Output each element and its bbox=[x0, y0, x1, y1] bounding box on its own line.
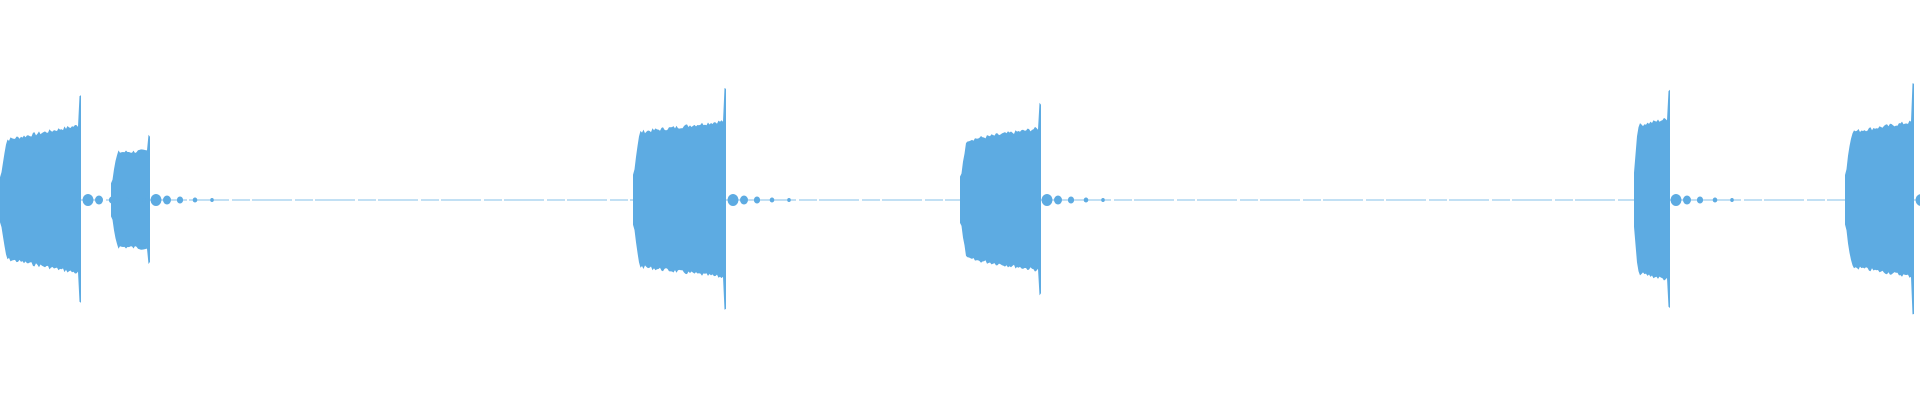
sound-burst-4 bbox=[960, 102, 1041, 296]
decay-tail-blip bbox=[176, 196, 184, 204]
decay-tail-blip bbox=[1101, 198, 1105, 202]
decay-tail-blip bbox=[210, 198, 214, 202]
sound-burst-6 bbox=[1845, 83, 1914, 315]
decay-tail-blip bbox=[1712, 197, 1718, 203]
decay-tail-blip bbox=[82, 194, 94, 206]
decay-tail-blip bbox=[95, 195, 103, 205]
decay-tail-blip bbox=[740, 195, 748, 205]
decay-tail-blip bbox=[753, 196, 761, 204]
decay-tail-blip bbox=[1067, 196, 1075, 204]
decay-tail-blip bbox=[727, 194, 739, 206]
decay-tails bbox=[82, 194, 1920, 206]
decay-tail-blip bbox=[1915, 194, 1920, 206]
sound-burst-3 bbox=[633, 88, 726, 310]
sound-burst-2 bbox=[111, 134, 150, 264]
decay-tail-blip bbox=[150, 194, 162, 206]
decay-tail-blip bbox=[1083, 197, 1089, 203]
decay-tail-blip bbox=[1683, 195, 1691, 205]
decay-tail-blip bbox=[163, 195, 171, 205]
decay-tail-blip bbox=[1730, 198, 1734, 202]
decay-tail-blip bbox=[787, 198, 791, 202]
decay-tail-blip bbox=[1041, 194, 1053, 206]
decay-tail-blip bbox=[1054, 195, 1062, 205]
decay-tail-blip bbox=[1670, 194, 1682, 206]
decay-tail-blip bbox=[192, 197, 198, 203]
sound-burst-1 bbox=[0, 95, 81, 303]
decay-tail-blip bbox=[769, 197, 775, 203]
sound-burst-5 bbox=[1634, 89, 1670, 308]
decay-tail-blip bbox=[124, 197, 130, 203]
decay-tail-blip bbox=[142, 198, 146, 202]
sound-bursts bbox=[0, 83, 1914, 315]
decay-tail-blip bbox=[108, 196, 116, 204]
decay-tail-blip bbox=[1696, 196, 1704, 204]
